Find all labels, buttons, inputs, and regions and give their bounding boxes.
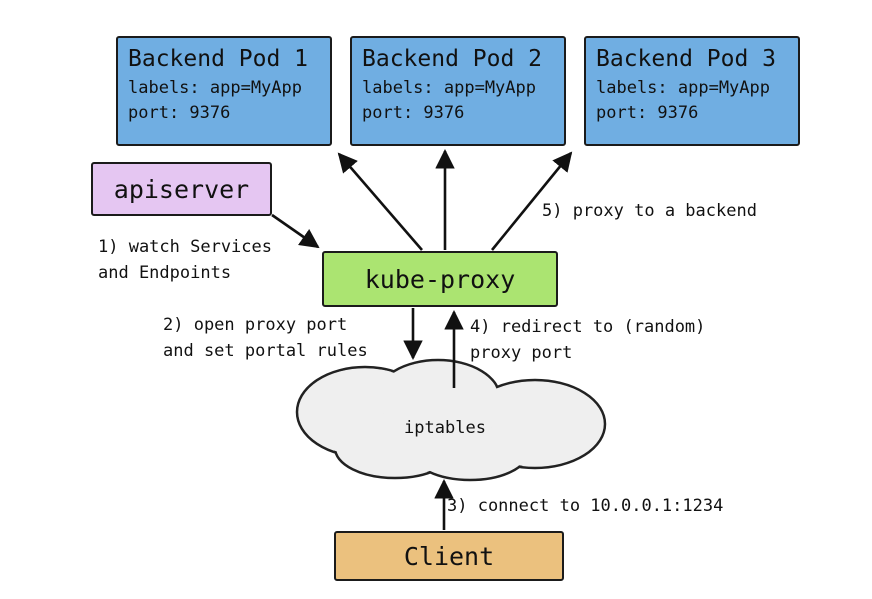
backend-pod-3-box: Backend Pod 3 labels: app=MyApp port: 93… (584, 36, 800, 146)
backend-pod-3-port: port: 9376 (596, 103, 699, 123)
apiserver-label: apiserver (113, 174, 250, 204)
backend-pod-2-box: Backend Pod 2 labels: app=MyApp port: 93… (350, 36, 566, 146)
arrow-apiserver-to-kube-proxy (271, 213, 320, 249)
backend-pod-2-port: port: 9376 (362, 103, 465, 123)
backend-pod-1-title: Backend Pod 1 (128, 46, 309, 72)
kube-proxy-box: kube-proxy (322, 251, 558, 307)
annotation-step-1: 1) watch Services and Endpoints (98, 237, 272, 283)
apiserver-box: apiserver (91, 162, 272, 216)
client-box: Client (334, 531, 564, 581)
kube-proxy-label: kube-proxy (364, 264, 516, 294)
backend-pod-3-title: Backend Pod 3 (596, 46, 777, 72)
backend-pod-1-box: Backend Pod 1 labels: app=MyApp port: 93… (116, 36, 332, 146)
backend-pod-3-labels: labels: app=MyApp (596, 78, 770, 98)
arrow-kube-proxy-to-pod-1 (337, 152, 423, 251)
iptables-label: iptables (404, 418, 486, 438)
client-label: Client (403, 541, 495, 571)
annotation-step-4: 4) redirect to (random) proxy port (470, 317, 706, 363)
annotation-step-2: 2) open proxy port and set portal rules (163, 315, 368, 361)
backend-pod-1-port: port: 9376 (128, 103, 231, 123)
backend-pod-2-labels: labels: app=MyApp (362, 78, 536, 98)
backend-pod-2-title: Backend Pod 2 (362, 46, 543, 72)
annotation-step-5: 5) proxy to a backend (542, 201, 757, 221)
annotation-step-3: 3) connect to 10.0.0.1:1234 (447, 496, 724, 516)
backend-pod-1-labels: labels: app=MyApp (128, 78, 302, 98)
